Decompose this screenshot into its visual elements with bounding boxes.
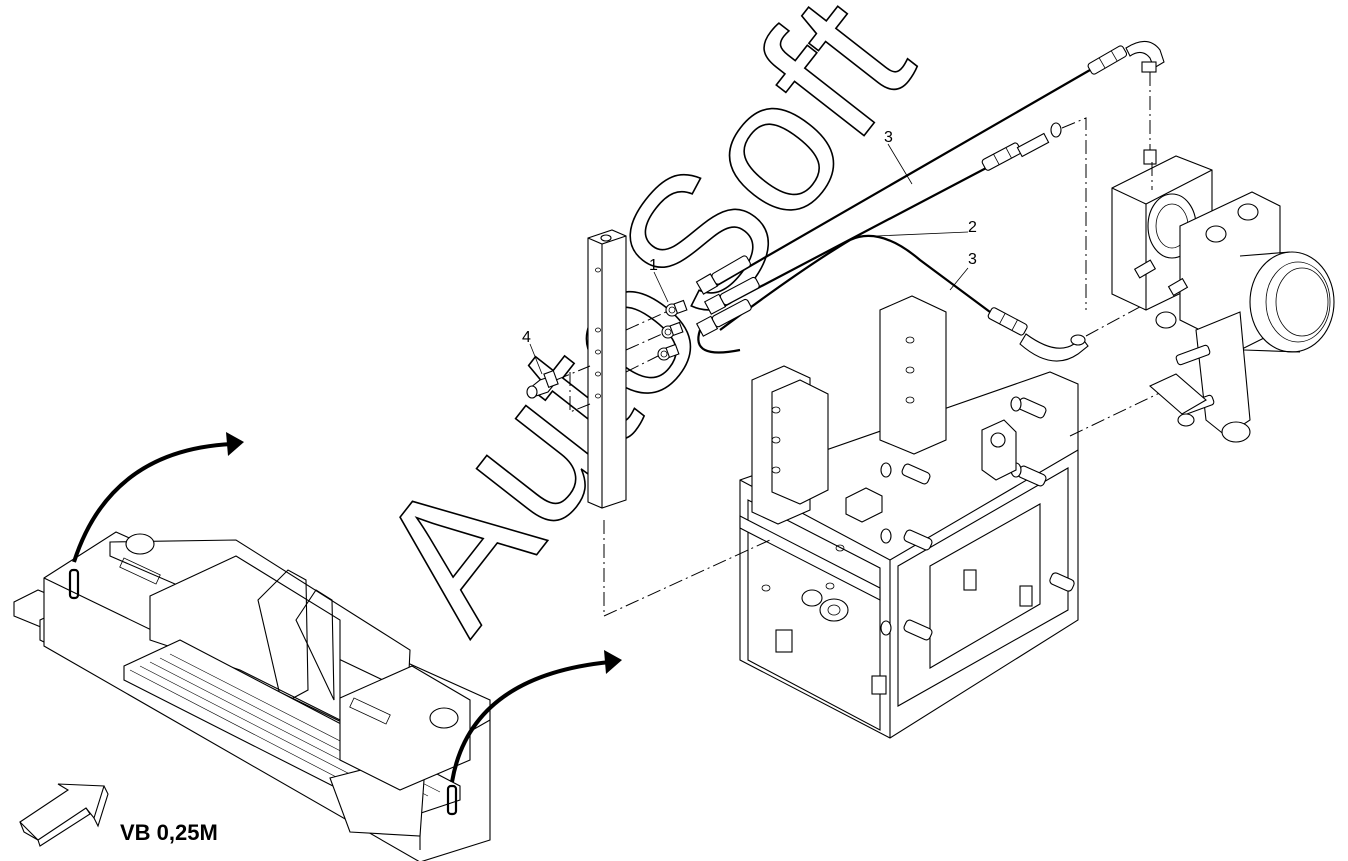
view-direction-indicator: VB 0,25M [19, 783, 218, 847]
arrow-front-to-detail [72, 442, 233, 563]
machine-overview [13, 531, 491, 861]
hydraulic-hub-assembly [1111, 155, 1335, 443]
view-direction-arrow [19, 783, 105, 841]
callout-4: 4 [522, 329, 531, 346]
hose-3-lower [719, 234, 1161, 362]
callout-3-upper: 3 [884, 129, 893, 146]
view-label: VB 0,25M [120, 820, 218, 845]
overview-detail-bands [119, 533, 459, 729]
callout-1: 1 [649, 257, 658, 274]
callout-2: 2 [968, 219, 977, 236]
location-marker-front [68, 568, 80, 600]
arrow-rear-to-detail [450, 660, 611, 783]
arrow-head-front [226, 432, 244, 456]
grease-nipple-4 [526, 365, 591, 413]
hose-3-upper [711, 40, 1165, 289]
assembly-centerlines [603, 387, 1171, 617]
location-marker-rear [446, 784, 458, 816]
pointer-arrows [72, 432, 622, 783]
callout-group: 1 2 3 3 4 [522, 129, 977, 375]
hose-end-fittings [695, 255, 760, 354]
main-frame [739, 295, 1079, 739]
arrow-head-rear [604, 650, 622, 674]
fittings-1 [625, 299, 688, 373]
callout-3-lower: 3 [968, 251, 977, 268]
distribution-bar [587, 229, 627, 509]
